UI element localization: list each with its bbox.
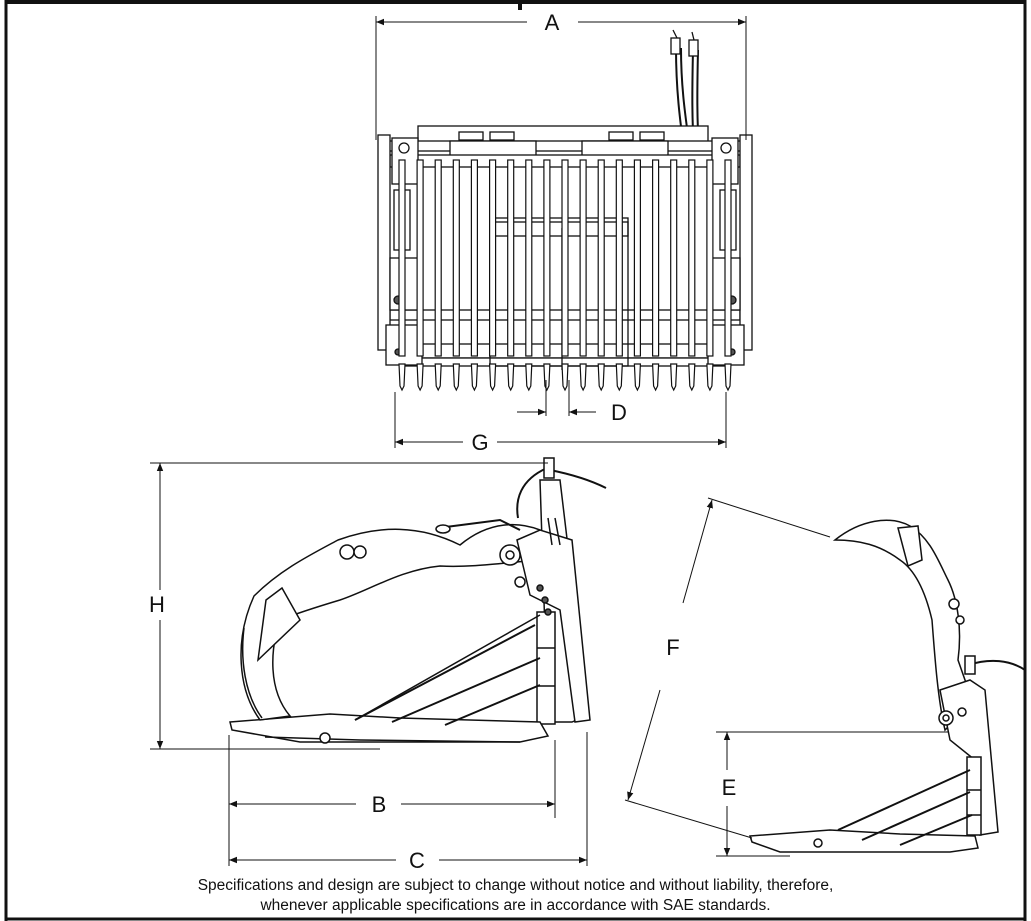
dimension-label-g: G — [471, 430, 488, 455]
dimension-label-h: H — [149, 592, 165, 617]
tine-tip — [670, 363, 678, 392]
tine-bar — [416, 159, 424, 357]
tine-tip — [597, 363, 605, 392]
tine-bar — [489, 159, 497, 357]
tine-tip — [615, 363, 623, 392]
tine-bar — [561, 159, 569, 357]
hose-coupler — [670, 37, 681, 55]
tine-bar — [724, 159, 732, 357]
tine-bar — [507, 159, 515, 357]
tine-tip — [579, 363, 587, 392]
tine-bar — [597, 159, 605, 357]
tine-tip — [416, 363, 424, 392]
tine-bar — [579, 159, 587, 357]
tine-tip — [724, 363, 732, 392]
side-view-grapple-open — [748, 519, 1026, 853]
tine-tip — [452, 363, 460, 392]
tine-bar — [706, 159, 714, 357]
dimension-label-f: F — [666, 635, 679, 660]
tine-bar — [525, 159, 533, 357]
tine-bar — [633, 159, 642, 357]
tine-tip — [507, 363, 515, 392]
tine-bar — [688, 159, 696, 357]
tine-tip — [525, 363, 533, 392]
disclaimer-line-2: whenever applicable specifications are i… — [260, 897, 771, 914]
dimension-label-b: B — [372, 792, 387, 817]
tine-bar — [543, 159, 551, 357]
tine-bar — [434, 159, 442, 357]
dimension-label-c: C — [409, 848, 425, 873]
hose-coupler — [688, 39, 699, 57]
tine-tip — [543, 363, 551, 392]
tine-bar — [670, 159, 678, 357]
tine-tip — [633, 363, 642, 392]
side-view-grapple-closed — [229, 457, 607, 744]
tine-tip — [651, 363, 660, 392]
tine-bar — [398, 159, 406, 357]
tine-tip — [470, 363, 479, 392]
page-frame — [4, 0, 1027, 921]
tine-tip — [398, 363, 406, 392]
tine-bar — [651, 159, 660, 357]
dimension-label-d: D — [611, 400, 627, 425]
dimension-label-a: A — [545, 10, 560, 35]
dimension-label-e: E — [722, 775, 737, 800]
tine-bar — [470, 159, 478, 357]
tine-tip — [434, 363, 442, 392]
tine-bar — [615, 159, 623, 357]
tine-tip — [688, 363, 696, 392]
tine-tip — [561, 363, 569, 392]
tine-bar — [452, 159, 460, 357]
tine-tip — [706, 363, 714, 392]
disclaimer-line-1: Specifications and design are subject to… — [197, 877, 834, 894]
front-view-tines — [398, 159, 732, 392]
tine-tip — [488, 363, 497, 392]
dimension-lines — [150, 16, 948, 866]
